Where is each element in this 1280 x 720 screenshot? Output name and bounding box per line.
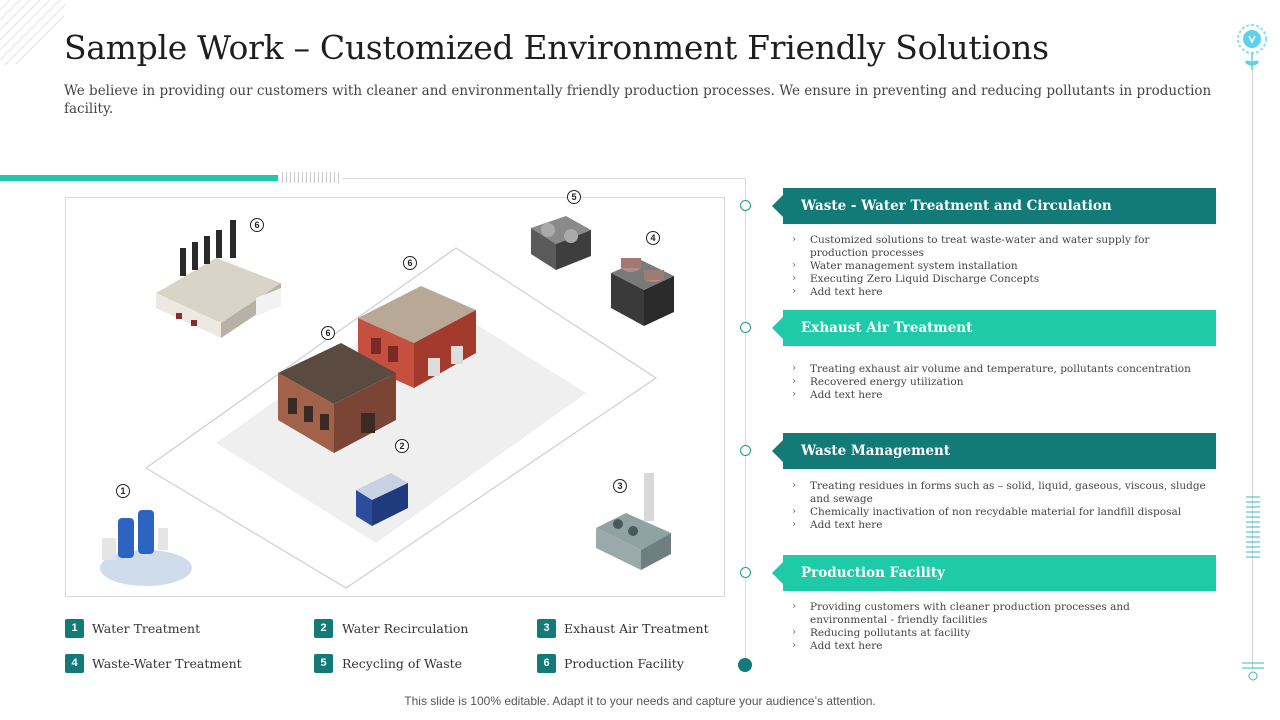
legend-label-6: Production Facility (564, 656, 684, 671)
legend-label-2: Water Recirculation (342, 621, 469, 636)
page-title: Sample Work – Customized Environment Fri… (64, 28, 1049, 67)
bullet-item: Executing Zero Liquid Discharge Concepts (790, 272, 1210, 286)
legend-num-1: 1 (65, 619, 84, 638)
ground-shadow (216, 293, 586, 543)
legend-num-4: 4 (65, 654, 84, 673)
section-bullets-3: Treating residues in forms such as – sol… (790, 479, 1210, 532)
section-heading-2: Exhaust Air Treatment (783, 310, 1216, 346)
legend-label-4: Waste-Water Treatment (92, 656, 242, 671)
ground-plate (144, 247, 658, 589)
right-rail-line (1252, 70, 1253, 670)
lightbulb-plant-icon (1237, 24, 1267, 70)
red-warehouse (358, 286, 476, 388)
legend-label-1: Water Treatment (92, 621, 201, 636)
section-heading-3: Waste Management (783, 433, 1216, 469)
section-bullets-1: Customized solutions to treat waste-wate… (790, 233, 1210, 299)
marker-4: 4 (646, 231, 660, 245)
bullet-item: Add text here (790, 388, 1210, 402)
bullet-item: Treating residues in forms such as – sol… (790, 479, 1210, 506)
bullet-item: Add text here (790, 639, 1210, 653)
section-bullets-4: Providing customers with cleaner product… (790, 600, 1210, 653)
bullet-item: Chemically inactivation of non recydable… (790, 505, 1210, 519)
legend-num-3: 3 (537, 619, 556, 638)
marker-1: 1 (116, 484, 130, 498)
marker-5: 5 (567, 190, 581, 204)
banner-arrow-3 (772, 439, 784, 463)
divider-line (342, 178, 746, 179)
timeline-end-dot (738, 658, 752, 672)
bullet-item: Add text here (790, 285, 1210, 299)
bullet-item: Recovered energy utilization (790, 375, 1210, 389)
timeline-node-3 (740, 445, 751, 456)
water-treatment-unit (100, 510, 192, 586)
banner-arrow-1 (772, 194, 784, 218)
rail-end-decoration (1242, 662, 1264, 681)
timeline-node-4 (740, 567, 751, 578)
cooling-unit-4 (611, 258, 674, 326)
bullet-item: Water management system installation (790, 259, 1210, 273)
legend-num-6: 6 (537, 654, 556, 673)
accent-bar (0, 175, 278, 181)
section-bullets-2: Treating exhaust air volume and temperat… (790, 362, 1210, 402)
legend-num-2: 2 (314, 619, 333, 638)
water-recirculation-unit (356, 473, 408, 526)
facility-illustration (100, 216, 674, 589)
bullet-item: Providing customers with cleaner product… (790, 600, 1210, 627)
legend-label-3: Exhaust Air Treatment (564, 621, 709, 636)
cooling-unit-5 (531, 216, 591, 270)
rail-ticks-decoration (1246, 496, 1260, 558)
page-subtitle: We believe in providing our customers wi… (64, 83, 1212, 117)
marker-6b: 6 (403, 256, 417, 270)
marker-6c: 6 (321, 326, 335, 340)
banner-arrow-4 (772, 561, 784, 585)
timeline-line (745, 178, 746, 662)
section-heading-4: Production Facility (783, 555, 1216, 591)
bullet-item: Add text here (790, 518, 1210, 532)
bullet-item: Reducing pollutants at facility (790, 626, 1210, 640)
timeline-node-2 (740, 322, 751, 333)
footer-note: This slide is 100% editable. Adapt it to… (404, 694, 876, 708)
section-heading-1: Waste - Water Treatment and Circulation (783, 188, 1216, 224)
bullet-item: Treating exhaust air volume and temperat… (790, 362, 1210, 376)
brown-warehouse (278, 343, 396, 453)
bullet-item: Customized solutions to treat waste-wate… (790, 233, 1210, 260)
marker-3: 3 (613, 479, 627, 493)
hatch-decoration (282, 172, 342, 183)
legend-label-5: Recycling of Waste (342, 656, 463, 671)
illustration-frame (65, 197, 725, 597)
marker-6a: 6 (250, 218, 264, 232)
marker-2: 2 (395, 439, 409, 453)
factory-building (156, 220, 281, 338)
timeline-node-1 (740, 200, 751, 211)
corner-hatch-decoration (0, 0, 66, 66)
legend-num-5: 5 (314, 654, 333, 673)
exhaust-stack-unit (596, 473, 671, 570)
banner-arrow-2 (772, 316, 784, 340)
